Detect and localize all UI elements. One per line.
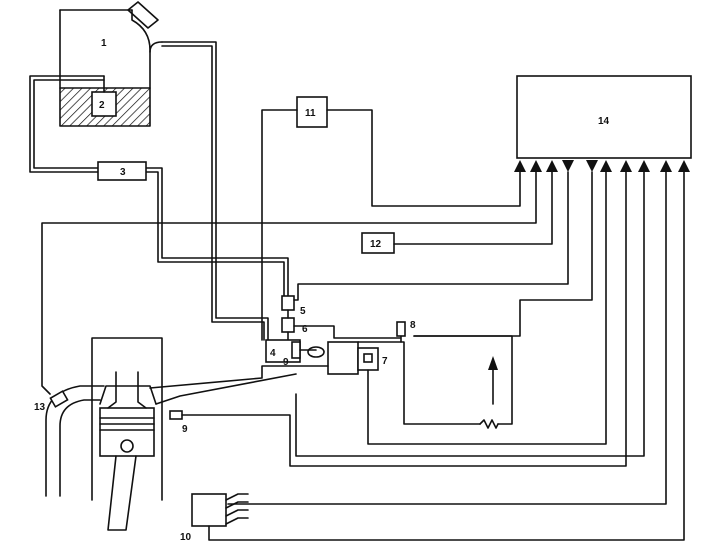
ecu-connectors	[514, 160, 690, 172]
label-6: 6	[302, 324, 308, 335]
label-13: 13	[34, 402, 46, 413]
relay-wire-pump	[261, 109, 298, 341]
label-8: 8	[410, 320, 416, 331]
label-3: 3	[120, 167, 126, 178]
engine-cylinder	[91, 337, 163, 531]
wire-10	[208, 171, 685, 541]
label-11: 11	[305, 108, 316, 119]
relay	[296, 96, 328, 128]
fuel-pipes	[29, 41, 289, 341]
label-14: 14	[598, 116, 610, 127]
relay-wire-ecu	[326, 109, 521, 207]
component-9-sensor	[169, 410, 183, 420]
label-7: 7	[382, 356, 388, 367]
label-4: 4	[270, 348, 276, 359]
wire-6	[293, 171, 593, 339]
fuel-filter	[97, 161, 147, 181]
intake-duct	[357, 335, 513, 429]
intake-manifold-upper	[149, 365, 329, 389]
injector-assembly	[265, 295, 325, 363]
label-9a: 9	[283, 357, 289, 368]
label-9b: 9	[182, 424, 188, 435]
component-10	[191, 493, 249, 527]
label-5: 5	[300, 306, 306, 317]
wire-12	[393, 171, 553, 245]
component-8	[396, 321, 406, 343]
component-7-inner	[363, 353, 373, 363]
wire-10b	[227, 171, 667, 505]
component-12	[361, 232, 395, 254]
ecu-box	[516, 75, 692, 159]
wire-13	[41, 171, 537, 395]
component-7-body	[327, 341, 359, 375]
wire-9	[181, 171, 627, 467]
wire-4	[295, 171, 645, 457]
wire-7	[367, 171, 607, 445]
label-1: 1	[101, 38, 107, 49]
label-10: 10	[180, 532, 192, 543]
fuel-pump	[91, 75, 117, 117]
wire-5	[293, 171, 569, 301]
label-2: 2	[99, 100, 105, 111]
intake-manifold-lower	[155, 373, 297, 405]
exhaust-pipe	[45, 385, 105, 497]
label-12: 12	[370, 239, 382, 250]
